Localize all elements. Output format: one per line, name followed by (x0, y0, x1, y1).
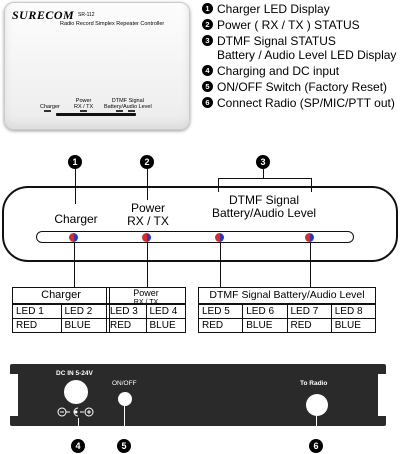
callout-bracket (311, 178, 312, 192)
connector-line (220, 242, 221, 287)
callout-bracket (218, 178, 312, 179)
on-off-switch (118, 392, 132, 406)
led-dtmf-1 (215, 233, 224, 242)
callout-line (147, 168, 148, 200)
connector-line (147, 242, 148, 287)
connector-line (310, 242, 311, 287)
callout-number: 1 (202, 3, 213, 14)
callout-line (78, 418, 79, 438)
radio-jack (306, 394, 328, 416)
polarity-icon (57, 407, 94, 417)
device-subtitle: Radio Record Simplex Repeater Controller (60, 21, 165, 27)
brand-logo: SURECOM (12, 8, 75, 22)
device-led (44, 110, 51, 112)
table-title: Charger (12, 287, 110, 304)
callout-line (316, 416, 317, 438)
radio-label: To Radio (300, 380, 328, 387)
led-bar (36, 231, 354, 243)
front-label-charger: Charger (54, 212, 98, 226)
panel-notch (10, 374, 18, 416)
callout-line (263, 168, 264, 178)
connector-line (74, 242, 75, 287)
callout-number: 3 (202, 35, 213, 46)
callout-1: 1 (68, 155, 82, 169)
dc-jack (64, 380, 88, 404)
led-power (142, 233, 151, 242)
led-dtmf-2 (305, 233, 314, 242)
panel-notch (378, 374, 386, 416)
callout-6: 6 (309, 439, 323, 453)
callout-3: 3 (256, 155, 270, 169)
device-model: SR-112 (78, 12, 95, 18)
table-title: Power RX / TX (106, 287, 186, 306)
callout-5: 5 (117, 439, 131, 453)
callout-number: 4 (202, 65, 213, 76)
dc-in-label: DC IN 5-24V (56, 370, 93, 377)
led-charger (69, 233, 78, 242)
device-label-charger: Charger (40, 104, 60, 110)
callout-line (124, 406, 125, 438)
device-led (128, 110, 135, 112)
rear-panel: DC IN 5-24V ON/OFF To Radio (10, 364, 386, 426)
switch-label: ON/OFF (112, 380, 137, 387)
callout-number: 5 (202, 81, 213, 92)
device-led (80, 110, 87, 112)
device-slot (56, 113, 136, 116)
callout-bracket (218, 178, 219, 192)
front-panel (2, 186, 398, 262)
device-led (116, 110, 123, 112)
callout-2: 2 (140, 155, 154, 169)
device-photo (4, 2, 190, 130)
table-title: DTMF Signal Battery/Audio Level (198, 287, 376, 304)
callout-4: 4 (71, 439, 85, 453)
callout-number: 6 (202, 97, 213, 108)
callout-number: 2 (202, 19, 213, 30)
